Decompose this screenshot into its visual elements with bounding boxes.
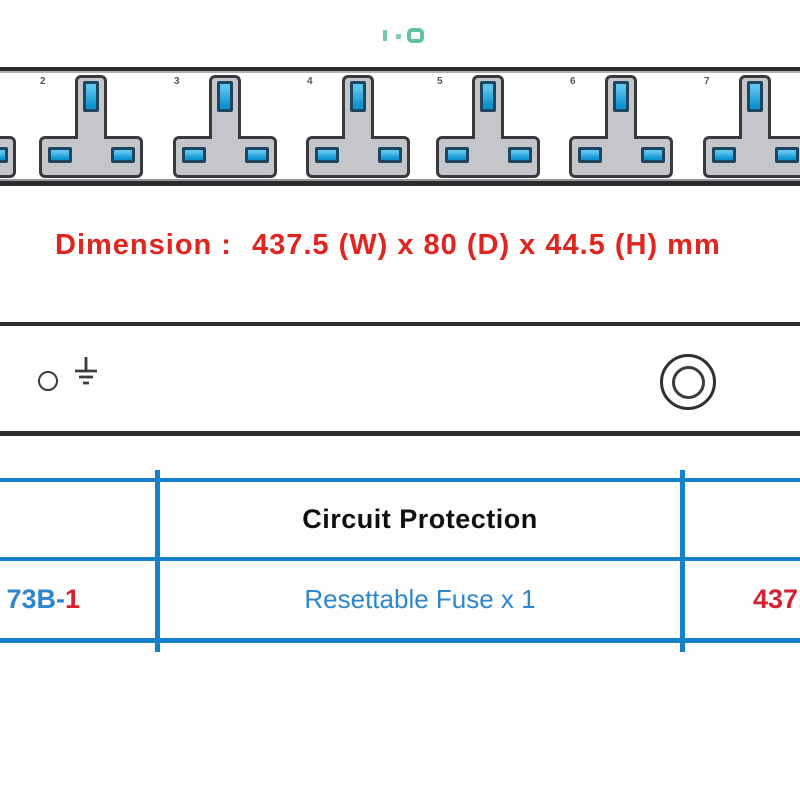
earth-pin-slot-icon [217, 81, 233, 112]
live-pin-slot-icon [712, 147, 736, 163]
socket-number: 6 [570, 76, 576, 87]
dimension-text: Dimension : 437.5 (W) x 80 (D) x 44.5 (H)… [55, 229, 721, 262]
socket-body-joint [78, 136, 104, 143]
dimension-value: 437.5 (W) x 80 (D) x 44.5 (H) mm [251, 229, 721, 261]
uk-socket-2: 2 [39, 75, 143, 178]
circuit-protection-value-cell: Resettable Fuse x 1 [304, 584, 536, 614]
dimension-label: Dimension : [55, 229, 232, 261]
uk-socket-1: 1 [0, 75, 16, 178]
live-pin-slot-icon [182, 147, 206, 163]
earth-pin-slot-icon [613, 81, 629, 112]
uk-socket-4: 4 [306, 75, 410, 178]
column-header-circuit-protection: Circuit Protection [302, 504, 538, 534]
table-border-top [0, 478, 800, 482]
earth-pin-slot-icon [747, 81, 763, 112]
table-column-divider-2 [680, 470, 685, 652]
socket-body-joint [345, 136, 371, 143]
neutral-pin-slot-icon [111, 147, 135, 163]
neutral-pin-slot-icon [245, 147, 269, 163]
socket-number: 7 [704, 76, 710, 87]
socket-strip-front-panel: 1 2 3 4 5 [0, 67, 800, 186]
earth-pin-slot-icon [350, 81, 366, 112]
brand-mark-bar-icon [383, 30, 387, 41]
live-pin-slot-icon [578, 147, 602, 163]
uk-socket-6: 6 [569, 75, 673, 178]
neutral-pin-slot-icon [775, 147, 799, 163]
socket-body-joint [608, 136, 634, 143]
brand-mark-ring-icon [407, 28, 424, 43]
uk-socket-5: 5 [436, 75, 540, 178]
screw-hole-icon [38, 371, 58, 391]
socket-strip-rear-panel [0, 322, 800, 436]
socket-body-base [0, 136, 16, 178]
neutral-pin-slot-icon [508, 147, 532, 163]
socket-body-joint [212, 136, 238, 143]
model-number-cell: 73B-1 [0, 561, 80, 638]
live-pin-slot-icon [48, 147, 72, 163]
earth-symbol-icon [75, 357, 97, 385]
socket-body-joint [475, 136, 501, 143]
socket-number: 5 [437, 76, 443, 87]
neutral-pin-slot-icon [641, 147, 665, 163]
socket-body-joint [742, 136, 768, 143]
uk-socket-3: 3 [173, 75, 277, 178]
neutral-pin-slot-icon [0, 147, 8, 163]
socket-number: 2 [40, 76, 46, 87]
socket-number: 4 [307, 76, 313, 87]
power-inlet-inner-ring-icon [672, 366, 705, 399]
live-pin-slot-icon [445, 147, 469, 163]
live-pin-slot-icon [315, 147, 339, 163]
model-number-fragment: 73B- [6, 584, 65, 614]
earth-pin-slot-icon [480, 81, 496, 112]
brand-mark-dot-icon [396, 34, 401, 39]
table-column-divider-1 [155, 470, 160, 652]
dimension-value-cell: 437.5 [753, 584, 800, 614]
table-border-middle [0, 557, 800, 561]
neutral-pin-slot-icon [378, 147, 402, 163]
table-border-bottom [0, 638, 800, 643]
uk-socket-7: 7 [703, 75, 800, 178]
socket-number: 3 [174, 76, 180, 87]
power-inlet-icon [660, 354, 716, 410]
model-number-suffix: 1 [64, 584, 80, 614]
brand-logo-mark [380, 26, 428, 46]
earth-pin-slot-icon [83, 81, 99, 112]
